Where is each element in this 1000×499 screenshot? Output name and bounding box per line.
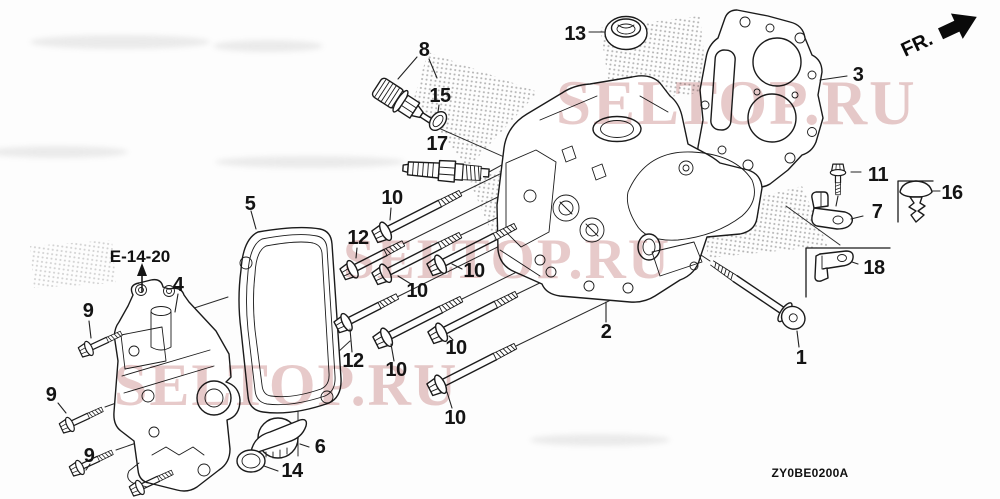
part-number-label: 10	[406, 280, 428, 302]
sensor-washer	[428, 110, 448, 132]
front-arrow-icon	[937, 13, 977, 40]
part-number-label: 5	[245, 193, 256, 215]
part-number-label: 9	[84, 445, 95, 467]
cylinder-head-cover	[113, 278, 241, 492]
part-number-label: 18	[863, 257, 885, 279]
diagram-code: ZY0BE0200A	[771, 466, 848, 480]
part-number-label: 10	[445, 337, 467, 359]
section-reference: E-14-20	[110, 247, 170, 293]
oil-seal	[604, 15, 648, 51]
part-number-label: 13	[564, 23, 586, 45]
part-number-label: 12	[347, 227, 369, 249]
part-number-label: 10	[444, 407, 466, 429]
part-number-label: 16	[941, 182, 963, 204]
part-number-label: 1	[796, 347, 807, 369]
flange-bolt-10	[425, 284, 522, 348]
spark-plug	[402, 159, 490, 183]
part-number-label: 15	[429, 85, 451, 107]
part-number-labels: 1234567899910101010101011121213141516171…	[46, 23, 964, 482]
part-number-label: 4	[173, 274, 185, 296]
o-ring	[236, 449, 266, 473]
flange-bolt-12	[331, 287, 403, 337]
part-number-label: 11	[868, 164, 889, 186]
flange-bolt-10	[424, 336, 521, 400]
part-number-label: 10	[385, 359, 407, 381]
stay-inset-bracket	[805, 247, 891, 298]
part-number-label: 6	[315, 436, 326, 458]
front-direction-marker: FR.	[898, 13, 977, 62]
part-number-label: 3	[853, 64, 864, 86]
part-number-label: 10	[381, 187, 403, 209]
part-number-label: 9	[46, 384, 57, 406]
clip-inset-bracket	[897, 180, 934, 223]
cover-bolts-12	[331, 234, 409, 337]
part-number-label: 7	[872, 201, 883, 223]
front-marker-label: FR.	[898, 28, 936, 62]
flange-bolt-9	[57, 401, 107, 436]
label-leader-lines	[57, 31, 941, 472]
cylinder-head	[496, 75, 763, 303]
push-clip	[899, 180, 933, 223]
part-number-label: 9	[83, 300, 94, 322]
part-number-label: 17	[426, 133, 448, 155]
part-number-label: 10	[463, 260, 485, 282]
up-arrow-head	[137, 263, 147, 276]
head-cover-gasket	[238, 226, 342, 414]
stay-bolt	[829, 163, 847, 196]
scan-noise	[0, 35, 670, 446]
part-number-label: 14	[281, 460, 304, 482]
part-number-label: 8	[419, 39, 430, 61]
section-reference-label: E-14-20	[110, 247, 170, 266]
engine-stay-lower	[814, 250, 854, 282]
pivot-bolt	[710, 260, 806, 330]
part-number-label: 12	[342, 350, 364, 372]
part-number-label: 2	[601, 321, 612, 343]
engine-stay-upper	[811, 191, 854, 230]
